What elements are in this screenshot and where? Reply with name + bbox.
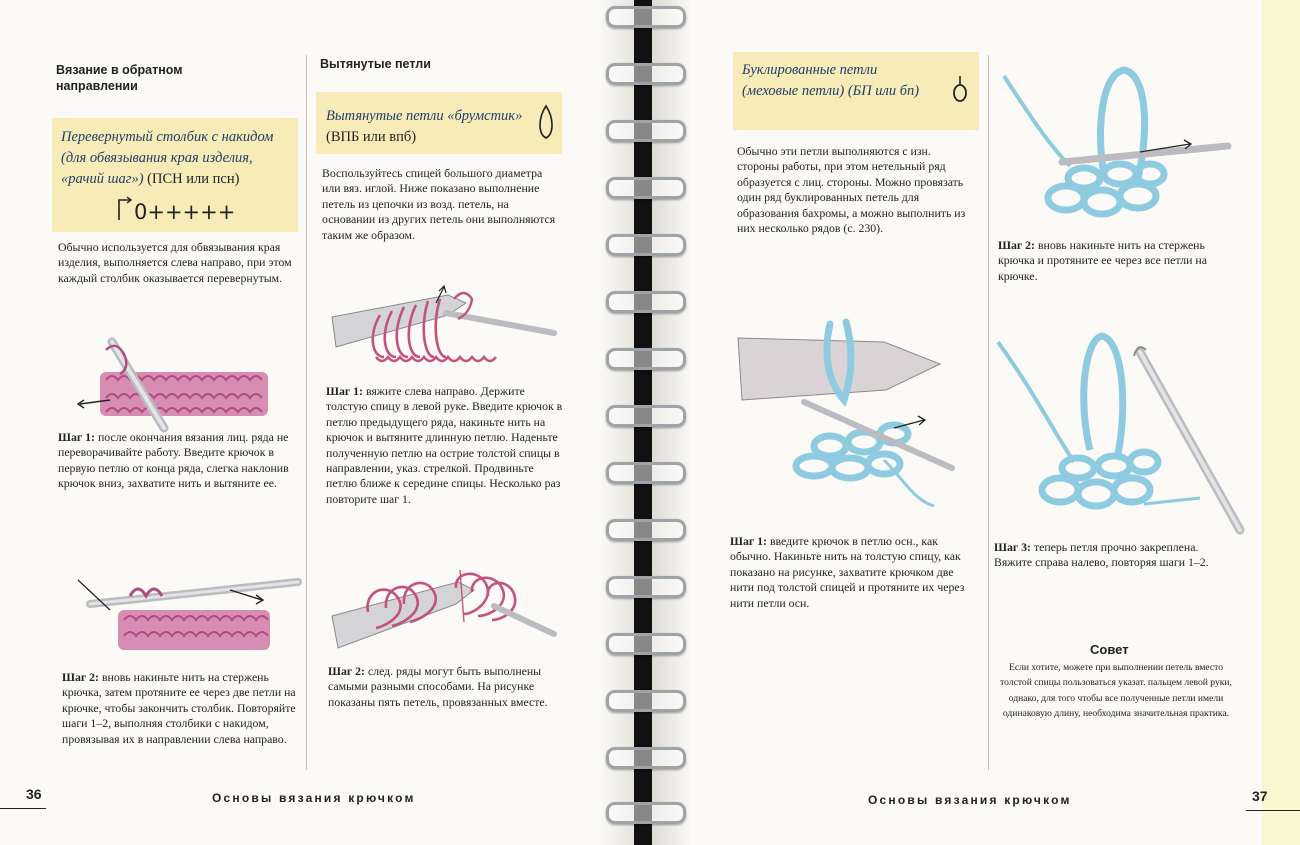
step-label: Шаг 1: xyxy=(730,534,767,548)
illustration-step1-loop-stitch xyxy=(737,318,955,508)
stitch-abbreviation: (ПСН или псн) xyxy=(147,171,240,187)
right-page xyxy=(648,0,1300,845)
binding-ring xyxy=(606,120,686,142)
step-label: Шаг 3: xyxy=(994,540,1031,554)
illustration-step1-reverse-sc xyxy=(76,337,268,433)
page-number: 37 xyxy=(1252,788,1268,804)
stitch-name: Буклированные петли (меховые петли) xyxy=(742,62,878,99)
binding-ring xyxy=(606,576,686,598)
hook-symbol-icon xyxy=(118,196,133,220)
step1-text: Шаг 1: вяжите слева направо. Держите тол… xyxy=(326,384,564,507)
step-description: след. ряды могут быть выполнены самыми р… xyxy=(328,664,548,709)
binding-ring xyxy=(606,633,686,655)
step-description: вяжите слева направо. Держите толстую сп… xyxy=(326,384,563,506)
stitch-box xyxy=(316,92,562,154)
step-label: Шаг 2: xyxy=(998,238,1035,252)
step3-text: Шаг 3: теперь петля прочно закреплена. В… xyxy=(994,540,1238,571)
binding-ring xyxy=(606,747,686,769)
step1-text: Шаг 1: введите крючок в петлю осн., как … xyxy=(730,534,980,611)
step2-text: Шаг 2: вновь накиньте нить на стержень к… xyxy=(998,238,1234,284)
tip-text: Если хотите, можете при выполнении петел… xyxy=(1000,662,1232,720)
binding-ring xyxy=(606,405,686,427)
binding-ring xyxy=(606,690,686,712)
stitch-abbreviation: (ВПБ или впб) xyxy=(326,129,417,145)
stitch-title: Вытянутые петли «брумстик» (ВПБ или впб) xyxy=(326,106,526,148)
binding-ring xyxy=(606,177,686,199)
step-description: введите крючок в петлю осн., как обычно.… xyxy=(730,534,965,610)
intro-text: Обычно эти петли выполняются с изн. стор… xyxy=(737,144,966,236)
illustration-step2-loop-stitch xyxy=(1002,66,1232,218)
intro-text: Обычно используется для обвязывания края… xyxy=(58,240,292,285)
intro-text: Воспользуйтесь спицей большого диаметра … xyxy=(322,166,556,242)
stitch-symbol: 0+++++ xyxy=(134,200,236,224)
illustration-step3-loop-stitch xyxy=(996,332,1245,535)
stitch-title: Перевернутый столбик с накидом (для обвя… xyxy=(61,127,293,190)
binding-ring xyxy=(606,234,686,256)
binding-ring xyxy=(606,63,686,85)
illustration-step1-broomstick xyxy=(331,284,557,363)
tip-title: Совет xyxy=(1090,642,1129,657)
section-heading: Вытянутые петли xyxy=(320,57,431,71)
step-description: вновь накиньте нить на стержень крючка и… xyxy=(998,238,1207,283)
loop-stitch-symbol-icon xyxy=(953,76,967,102)
binding-ring xyxy=(606,348,686,370)
footer-rule xyxy=(0,808,46,809)
page-number: 36 xyxy=(26,786,42,802)
binding-ring xyxy=(606,6,686,28)
step1-text: Шаг 1: после окончания вязания лиц. ряда… xyxy=(58,430,294,492)
running-footer: Основы вязания крючком xyxy=(868,793,1072,807)
footer-rule xyxy=(1246,810,1300,811)
illustration-step2-broomstick xyxy=(331,569,557,649)
step-description: теперь петля прочно закреплена. Вяжите с… xyxy=(994,540,1209,570)
step-label: Шаг 2: xyxy=(62,670,99,684)
stitch-box xyxy=(733,52,979,130)
step-description: вновь накиньте нить на стержень крючка, … xyxy=(62,670,296,746)
column-divider xyxy=(988,55,989,770)
binding-ring xyxy=(606,519,686,541)
illustration-step2-reverse-sc xyxy=(77,578,302,650)
step2-text: Шаг 2: след. ряды могут быть выполнены с… xyxy=(328,664,564,710)
step2-text: Шаг 2: вновь накиньте нить на стержень к… xyxy=(62,670,302,747)
stitch-name: Вытянутые петли «брумстик» xyxy=(326,108,523,124)
running-footer: Основы вязания крючком xyxy=(212,791,416,805)
page-edge xyxy=(1262,0,1300,845)
binding-ring xyxy=(606,802,686,824)
column-divider xyxy=(306,55,307,770)
section-heading: Вязание в обратном направлении xyxy=(56,63,183,93)
step-label: Шаг 1: xyxy=(58,430,95,444)
step-description: после окончания вязания лиц. ряда не пер… xyxy=(58,430,289,491)
elongated-loop-symbol-icon xyxy=(539,104,553,139)
binding-ring xyxy=(606,291,686,313)
binding-ring xyxy=(606,462,686,484)
stitch-abbreviation: (БП или бп) xyxy=(847,83,920,99)
stitch-name: Перевернутый столбик с накидом (для обвя… xyxy=(61,129,274,187)
stitch-box xyxy=(52,118,298,232)
step-label: Шаг 2: xyxy=(328,664,365,678)
step-label: Шаг 1: xyxy=(326,384,363,398)
stitch-title: Буклированные петли (меховые петли) (БП … xyxy=(742,60,922,102)
